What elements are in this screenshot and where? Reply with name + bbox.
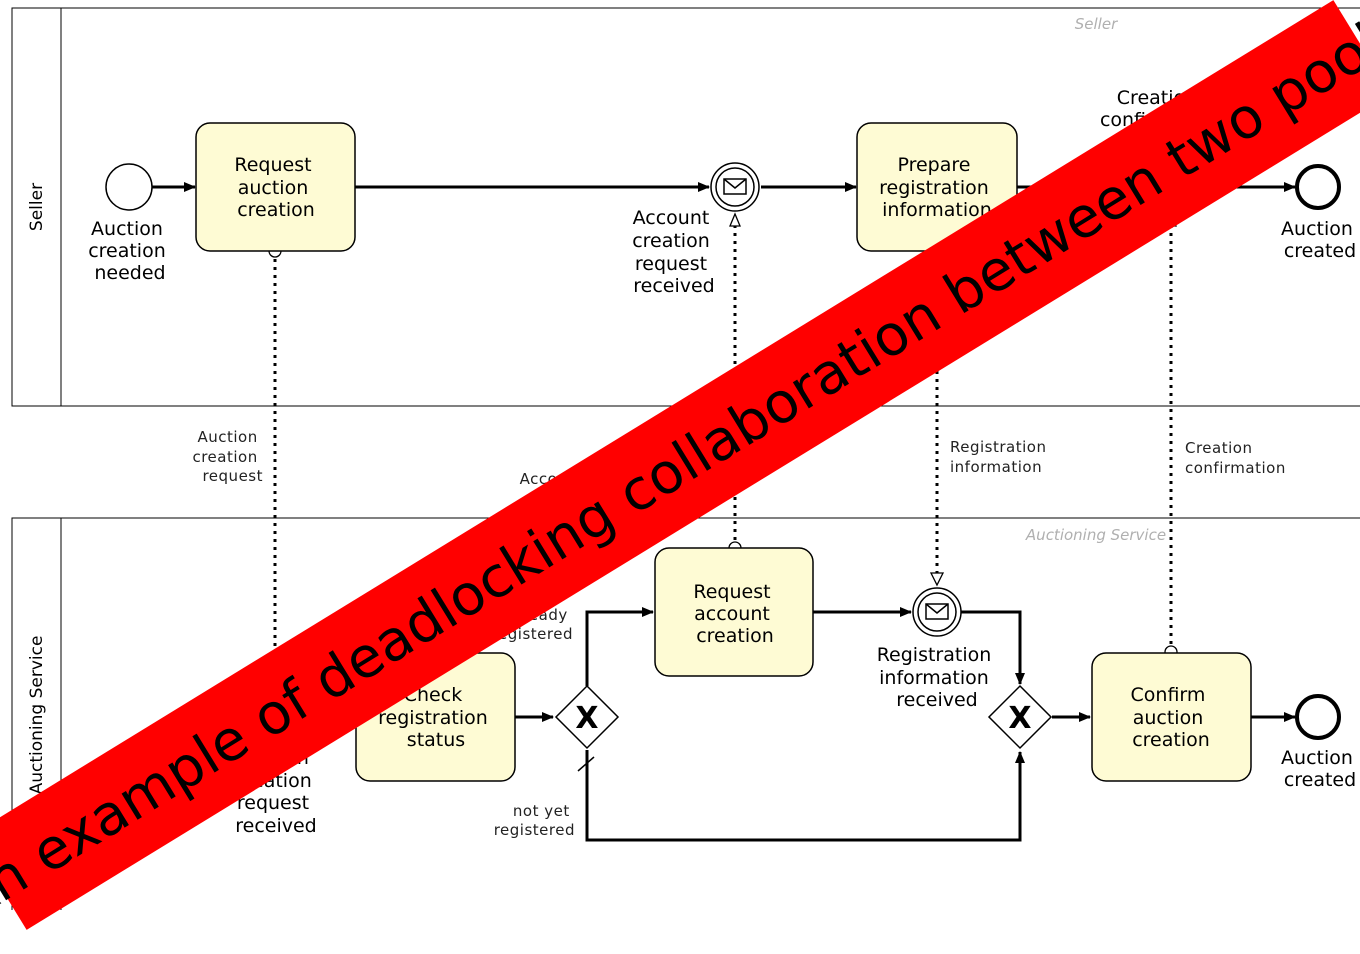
task-prepare-registration-information[interactable]: Prepare registration information (856, 122, 1018, 252)
message-label-registration-info: Registration information (950, 438, 1052, 476)
svg-text:X: X (1008, 701, 1031, 736)
svg-text:Creation confirmation: Creation confirmation (1100, 87, 1220, 131)
svg-text:X: X (575, 701, 598, 736)
service-pool-caption: Auctioning Service (1025, 526, 1166, 544)
task-check-registration-status[interactable]: Check registration status (355, 652, 516, 782)
seller-pool-label: Seller (27, 183, 47, 231)
service-pool-label: Auctioning Service (27, 636, 47, 795)
svg-text:Request auction cr: Request auction creation (234, 154, 317, 221)
svg-text:Auction creation n: Auction creation needed (88, 218, 172, 284)
bpmn-diagram: Seller Seller Auctioning Service Auction… (11, 7, 1360, 919)
message-label-auction-request: Auction creation request (192, 428, 263, 485)
task-confirm-auction-creation[interactable]: Confirm auction creation (1091, 652, 1252, 782)
svg-text:Auction created: Auction created (1281, 747, 1359, 791)
svg-text:Auction created: Auction created (1281, 218, 1359, 262)
task-request-auction-creation[interactable]: Request auction creation (195, 122, 356, 252)
svg-text:Confirm auction cr: Confirm auction creation (1131, 684, 1212, 751)
envelope-icon (723, 178, 747, 195)
task-request-account-creation[interactable]: Request account creation (654, 547, 814, 677)
svg-text:Auction creation r: Auction creation request received (234, 747, 318, 837)
message-label-account-request: Account creation request (520, 470, 720, 488)
envelope-icon (925, 603, 949, 620)
seller-pool-caption: Seller (1075, 15, 1118, 33)
svg-text:Request account cr: Request account creation (693, 581, 776, 647)
message-label-creation-confirmation: Creation confirmation (1185, 439, 1286, 477)
